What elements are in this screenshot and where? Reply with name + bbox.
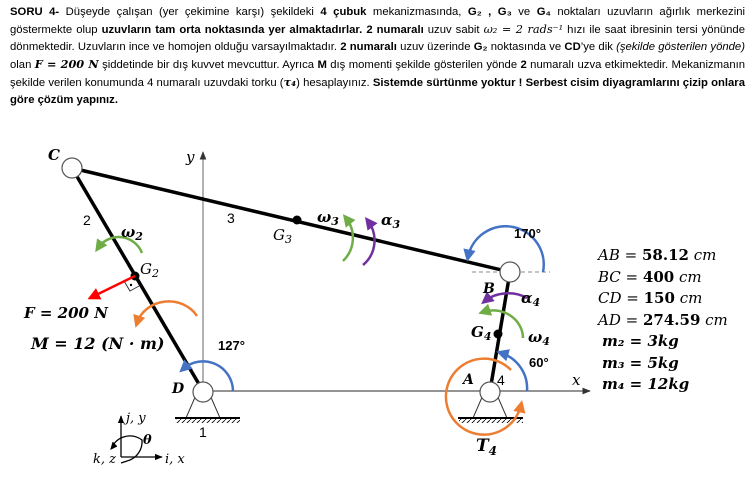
text: dış momenti şekilde gösterilen yönde (326, 59, 521, 71)
question-label: SORU 4- (10, 6, 60, 18)
text: uzuv üzerinde (396, 41, 474, 53)
link-number-2: 2 (83, 212, 91, 228)
omega3-arrow (342, 214, 356, 262)
force-label: F = 200 N (23, 304, 109, 322)
text: mekanizmasında, (366, 6, 468, 18)
text: olan (10, 59, 35, 71)
link-number-1: 1 (199, 424, 207, 440)
moment-M-arrow (133, 300, 199, 328)
given-m2: m₂ = 3kg (602, 332, 679, 350)
alpha4-label: α4 (521, 289, 540, 309)
joint-A (479, 381, 501, 403)
alpha3-arrow (362, 217, 378, 266)
text: ’ye dik (580, 41, 617, 53)
text-bold: Sistemde sürtünme yoktur ! Serbest cisim… (10, 77, 745, 106)
link-number-4: 4 (497, 372, 505, 388)
text: şiddetinde bir dış kuvvet mevcuttur. Ayr… (98, 59, 318, 71)
text: noktaları uzuvların ağırlık merkezini gö… (10, 6, 745, 36)
omega2-arrow (95, 235, 144, 254)
omega3-label: ω3 (317, 208, 339, 228)
joint-B (499, 261, 521, 283)
angle-arc-170 (463, 225, 545, 273)
text-bold: G₄ (536, 6, 551, 18)
angle-label-60: 60° (529, 355, 549, 370)
label-A: A (461, 372, 474, 388)
omega2-label: ω2 (121, 223, 143, 243)
alpha4-arrow (481, 291, 528, 305)
frame-theta-label: θ (143, 433, 152, 448)
label-G4: G4 (471, 323, 491, 343)
center-of-gravity-G3 (292, 215, 302, 225)
text: hızı ile saat ibresinin tersi yönünde dö… (10, 24, 745, 53)
torque-T4-arrow (444, 357, 526, 436)
text-bold: 2 numaralı (340, 41, 397, 53)
label-B: B (482, 281, 495, 297)
force-arrow (87, 274, 136, 300)
ground-support-A (458, 394, 523, 423)
torque-T4-label: T4 (476, 436, 497, 458)
text-bold: 2 (520, 59, 527, 71)
given-m4: m₄ = 12kg (602, 375, 690, 393)
text: Düşeyde çalışan (yer çekimine karşı) şek… (59, 6, 321, 18)
text-bold: CD (564, 41, 581, 53)
label-G2: G2 (140, 260, 159, 280)
angle-label-127: 127° (218, 338, 245, 353)
frame-kz-label: k, z (93, 452, 116, 467)
link-3-BC (71, 166, 511, 274)
text-bold: G₂ , G₃ (467, 6, 512, 18)
link-number-3: 3 (227, 210, 235, 226)
omega4-arrow (478, 303, 525, 339)
text-bold: M (317, 59, 327, 71)
y-axis-label: y (185, 148, 195, 166)
joint-D (192, 381, 214, 403)
label-G3: G3 (273, 226, 292, 246)
given-values: AB = 58.12 cm BC = 400 cm CD = 150 cm AD… (598, 245, 728, 396)
joint-C (61, 157, 83, 179)
tau-symbol: τ₄ (283, 75, 297, 89)
text-italic: (şekilde gösterilen yönde) (616, 41, 745, 53)
given-CD: CD = 150 cm (598, 289, 703, 307)
label-C: C (48, 146, 60, 164)
given-AD: AD = 274.59 cm (598, 310, 728, 329)
text-bold: G₂ (473, 41, 488, 53)
frame-ix-label: i, x (165, 452, 185, 467)
x-axis-label: x (572, 371, 581, 389)
text-bold: 4 çubuk (320, 6, 367, 18)
alpha3-label: α3 (381, 211, 401, 231)
angle-label-170: 170° (514, 226, 541, 241)
text: uzuv sabit (423, 24, 484, 36)
text: ve (511, 6, 537, 18)
given-BC: BC = 400 cm (598, 267, 702, 286)
moment-label: M = 12 (N · m) (30, 334, 165, 353)
ground-support-D (175, 394, 240, 423)
angle-arc-127 (179, 359, 235, 392)
problem-statement: SORU 4- Düşeyde çalışan (yer çekimine ka… (10, 4, 745, 109)
coordinate-frame: j, y i, x k, z θ (93, 411, 185, 467)
label-D: D (171, 381, 185, 397)
right-angle-marker (123, 280, 140, 292)
text: ) hesaplayınız. (296, 77, 373, 89)
text: noktasında ve (487, 41, 565, 53)
omega4-label: ω4 (528, 328, 550, 348)
given-AB: AB = 58.12 cm (598, 246, 717, 264)
text: numaralı uzva etkimektedir. Mekanizmanın… (10, 59, 746, 89)
center-of-gravity-G4 (493, 329, 503, 339)
omega2-equation: ω₂ = 2 rads⁻¹ (483, 23, 564, 36)
text-bold: uzuvların tam orta noktasında yer almakt… (101, 24, 424, 36)
angle-arc-60 (496, 349, 529, 392)
frame-jy-label: j, y (123, 411, 146, 426)
given-m3: m₃ = 5kg (602, 353, 679, 372)
force-equation: F = 200 N (34, 57, 99, 71)
